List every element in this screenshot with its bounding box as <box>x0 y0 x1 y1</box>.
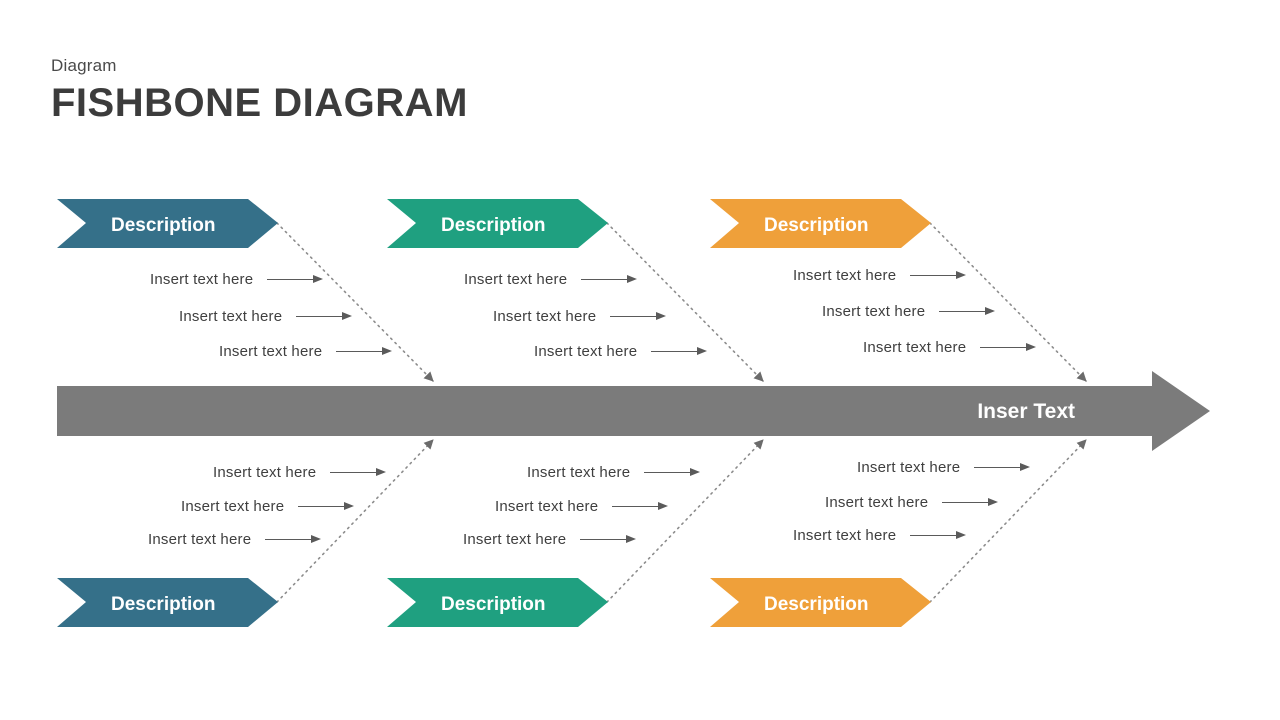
banner-bottom-2[interactable] <box>387 578 608 627</box>
cause-text: Insert text here <box>822 303 926 320</box>
cause-arrow-icon <box>267 275 324 284</box>
cause-row[interactable]: Insert text here <box>213 464 387 481</box>
banner-top-2[interactable] <box>387 199 608 248</box>
cause-row[interactable]: Insert text here <box>825 494 999 511</box>
page-title: FISHBONE DIAGRAM <box>51 81 468 125</box>
cause-arrow-icon <box>336 347 393 356</box>
cause-row[interactable]: Insert text here <box>464 271 638 288</box>
banner-bottom-3[interactable] <box>710 578 931 627</box>
cause-row[interactable]: Insert text here <box>463 531 637 548</box>
cause-arrow-icon <box>330 468 387 477</box>
banner-bottom-2-shape[interactable] <box>387 578 608 627</box>
cause-arrow-icon <box>610 312 667 321</box>
cause-row[interactable]: Insert text here <box>527 464 701 481</box>
banner-top-3-shape[interactable] <box>710 199 931 248</box>
banner-bottom-3-label[interactable]: Description <box>764 594 869 615</box>
rib-connector-bottom-1 <box>276 439 434 603</box>
spine-label[interactable]: Inser Text <box>977 400 1075 423</box>
cause-row[interactable]: Insert text here <box>148 531 322 548</box>
banner-bottom-3-shape[interactable] <box>710 578 931 627</box>
spine-arrow-shape <box>57 371 1210 451</box>
rib-connector-top-1 <box>276 222 434 382</box>
banner-bottom-2-label[interactable]: Description <box>441 594 546 615</box>
banner-top-1-label[interactable]: Description <box>111 215 216 236</box>
rib-connector-top-3 <box>929 222 1087 382</box>
cause-text: Insert text here <box>181 498 285 515</box>
rib-connector-top-2 <box>606 222 764 382</box>
cause-arrow-icon <box>612 502 669 511</box>
cause-row[interactable]: Insert text here <box>793 527 967 544</box>
cause-text: Insert text here <box>464 271 568 288</box>
cause-arrow-icon <box>580 535 637 544</box>
cause-row[interactable]: Insert text here <box>793 267 967 284</box>
rib-connector-bottom-3 <box>929 439 1087 603</box>
cause-text: Insert text here <box>534 343 638 360</box>
cause-row[interactable]: Insert text here <box>219 343 393 360</box>
cause-row[interactable]: Insert text here <box>534 343 708 360</box>
banner-bottom-1[interactable] <box>57 578 278 627</box>
banner-top-1[interactable] <box>57 199 278 248</box>
rib-connectors-top <box>276 222 1087 382</box>
cause-arrow-icon <box>644 468 701 477</box>
cause-row[interactable]: Insert text here <box>179 308 353 325</box>
cause-arrow-icon <box>651 347 708 356</box>
cause-arrow-icon <box>298 502 355 511</box>
cause-text: Insert text here <box>863 339 967 356</box>
cause-text: Insert text here <box>150 271 254 288</box>
banner-top-1-shape[interactable] <box>57 199 278 248</box>
cause-text: Insert text here <box>213 464 317 481</box>
cause-text: Insert text here <box>857 459 961 476</box>
cause-row[interactable]: Insert text here <box>863 339 1037 356</box>
cause-row[interactable]: Insert text here <box>857 459 1031 476</box>
eyebrow-label: Diagram <box>51 56 117 75</box>
cause-text: Insert text here <box>793 267 897 284</box>
cause-arrow-icon <box>265 535 322 544</box>
banner-top-2-label[interactable]: Description <box>441 215 546 236</box>
cause-text: Insert text here <box>148 531 252 548</box>
rib-connectors-bottom <box>276 439 1087 603</box>
cause-arrow-icon <box>980 343 1037 352</box>
banner-bottom-1-label[interactable]: Description <box>111 594 216 615</box>
cause-arrow-icon <box>942 498 999 507</box>
cause-text: Insert text here <box>793 527 897 544</box>
cause-arrow-icon <box>910 531 967 540</box>
cause-row[interactable]: Insert text here <box>493 308 667 325</box>
page-header: Diagram FISHBONE DIAGRAM <box>51 57 468 124</box>
cause-row[interactable]: Insert text here <box>495 498 669 515</box>
banner-bottom-1-shape[interactable] <box>57 578 278 627</box>
cause-arrow-icon <box>939 307 996 316</box>
cause-text: Insert text here <box>825 494 929 511</box>
cause-row[interactable]: Insert text here <box>822 303 996 320</box>
banner-top-2-shape[interactable] <box>387 199 608 248</box>
cause-arrow-icon <box>296 312 353 321</box>
cause-arrow-icon <box>974 463 1031 472</box>
cause-text: Insert text here <box>495 498 599 515</box>
cause-row[interactable]: Insert text here <box>181 498 355 515</box>
cause-text: Insert text here <box>179 308 283 325</box>
cause-arrow-icon <box>910 271 967 280</box>
banner-top-3-label[interactable]: Description <box>764 215 869 236</box>
cause-text: Insert text here <box>463 531 567 548</box>
cause-arrow-icon <box>581 275 638 284</box>
cause-row[interactable]: Insert text here <box>150 271 324 288</box>
rib-connector-bottom-2 <box>606 439 764 603</box>
spine-arrow <box>57 371 1210 451</box>
cause-text: Insert text here <box>493 308 597 325</box>
cause-text: Insert text here <box>527 464 631 481</box>
cause-text: Insert text here <box>219 343 323 360</box>
banner-top-3[interactable] <box>710 199 931 248</box>
